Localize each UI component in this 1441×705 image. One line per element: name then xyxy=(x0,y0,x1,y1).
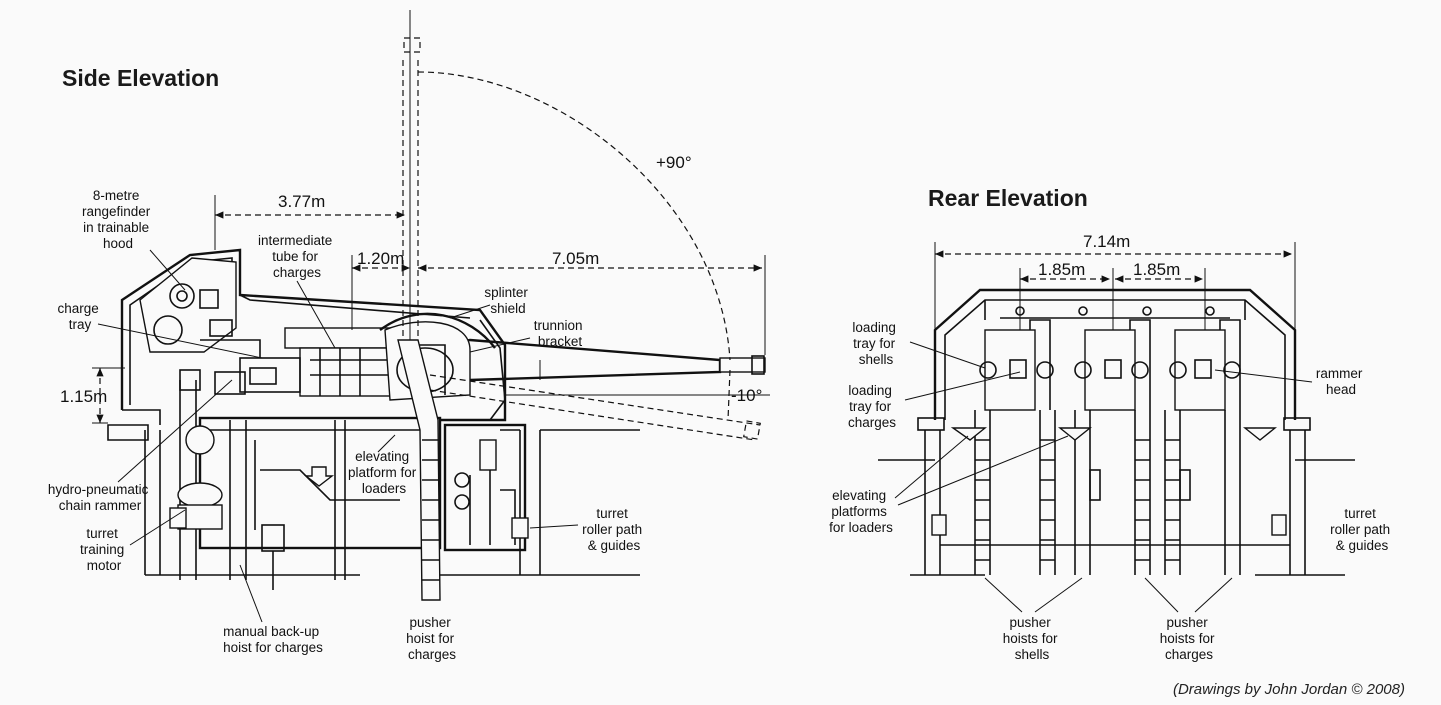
dim-1-15m: 1.15m xyxy=(60,387,107,406)
label-elevating-platform: elevating platform for loaders xyxy=(348,449,420,496)
label-pusher-hoist-charges: pusher hoist for charges xyxy=(406,615,458,662)
label-loading-tray-shells: loading tray for shells xyxy=(852,320,899,367)
dim-1-85m-left: 1.85m xyxy=(1038,260,1085,279)
elevation-max-label: +90° xyxy=(656,153,692,172)
label-roller-path-rear: turret roller path & guides xyxy=(1330,506,1394,553)
label-intermediate-tube: intermediate tube for charges xyxy=(258,233,336,280)
rear-dimensions: 7.14m 1.85m 1.85m xyxy=(934,232,1296,330)
label-rangefinder: 8-metre rangefinder in trainable hood xyxy=(82,188,154,251)
side-elevation-title: Side Elevation xyxy=(62,65,219,91)
label-trunnion-bracket: trunnion bracket xyxy=(534,318,587,349)
side-labels: 8-metre rangefinder in trainable hood ch… xyxy=(48,188,646,662)
drawing-credit: (Drawings by John Jordan © 2008) xyxy=(1173,681,1405,698)
side-dimensions: 3.77m 1.20m 7.05m 1.15m +90° -10° xyxy=(60,153,766,424)
rear-elevation-title: Rear Elevation xyxy=(928,185,1088,211)
label-charge-tray: charge tray xyxy=(57,301,102,332)
gun-group-left xyxy=(950,319,1056,575)
label-loading-tray-charges: loading tray for charges xyxy=(848,383,896,430)
label-pusher-hoists-shells: pusher hoists for shells xyxy=(1003,615,1062,662)
dim-7-05m: 7.05m xyxy=(552,249,599,268)
label-rammer-head: rammer head xyxy=(1316,366,1366,397)
label-splinter-shield: splinter shield xyxy=(484,285,531,316)
gun-group-center xyxy=(1058,319,1151,575)
gun-group-right xyxy=(1164,319,1277,575)
dim-3-77m: 3.77m xyxy=(278,192,325,211)
elevation-min-label: -10° xyxy=(731,386,762,405)
rear-elevation-drawing xyxy=(878,288,1355,576)
label-pusher-hoists-charges: pusher hoists for charges xyxy=(1160,615,1219,662)
dim-1-20m: 1.20m xyxy=(357,249,404,268)
label-manual-hoist: manual back-up hoist for charges xyxy=(223,624,323,655)
side-elevation-drawing xyxy=(107,10,770,601)
label-training-motor: turret training motor xyxy=(80,526,128,573)
label-chain-rammer: hydro-pneumatic chain rammer xyxy=(48,482,152,513)
label-roller-path-side: turret roller path & guides xyxy=(582,506,646,553)
dim-1-85m-right: 1.85m xyxy=(1133,260,1180,279)
rear-labels: loading tray for shells loading tray for… xyxy=(829,320,1394,662)
label-elevating-platforms: elevating platforms for loaders xyxy=(829,488,893,535)
dim-7-14m: 7.14m xyxy=(1083,232,1130,251)
